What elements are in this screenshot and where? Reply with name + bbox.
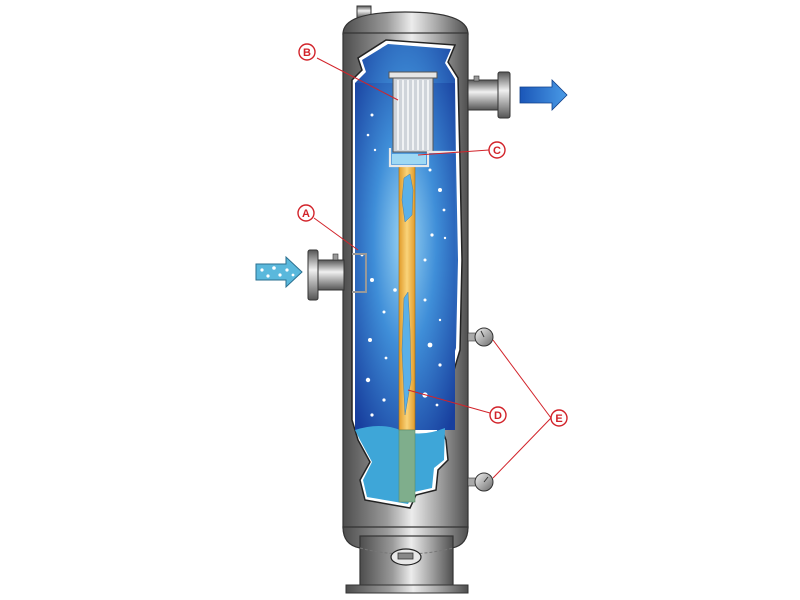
svg-text:C: C [493,145,501,157]
callout-B: B [298,43,316,61]
vessel-top-head [342,11,469,35]
svg-text:B: B [303,47,311,59]
inlet-deflector [352,253,367,293]
outlet-flow-arrow [519,79,568,111]
callout-E: E [550,409,568,427]
outlet-nozzle [467,71,511,119]
gas-bubbles [360,113,447,417]
base-plate [345,584,469,594]
svg-text:A: A [302,208,310,220]
inlet-nozzle [307,249,345,301]
callout-C: C [488,141,506,159]
svg-text:D: D [494,410,502,422]
callout-leaders [313,57,552,479]
vessel-skirt [359,535,454,587]
svg-text:E: E [555,413,562,425]
collection-cup [388,148,458,168]
level-gauge-upper [467,327,494,347]
callout-D: D [489,406,507,424]
callout-A: A [297,204,315,222]
inlet-flow-arrow [255,255,303,289]
filter-element [388,71,438,153]
level-gauge-lower [467,472,494,492]
